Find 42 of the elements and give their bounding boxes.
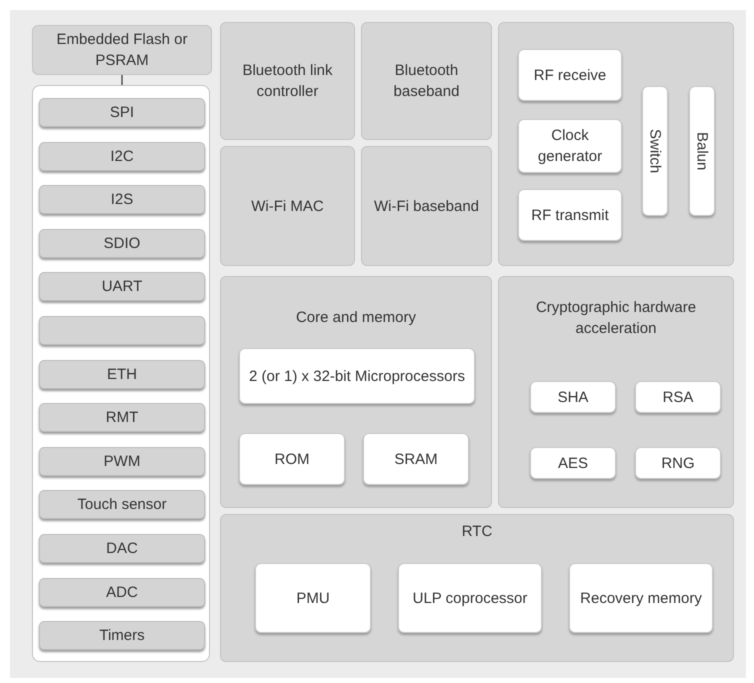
block-panel: Wi-Fi MAC bbox=[220, 146, 355, 266]
module-box: SHA bbox=[530, 381, 616, 413]
module-box: SDIO bbox=[39, 228, 205, 258]
panel-title: Cryptographic hardware acceleration bbox=[534, 298, 698, 339]
block-panel: Wi-Fi baseband bbox=[361, 146, 492, 266]
module-box: RF receive bbox=[518, 49, 622, 101]
module-box: I2C bbox=[39, 142, 205, 171]
block-panel bbox=[32, 85, 210, 662]
module-box: Clock generator bbox=[518, 119, 622, 173]
block-panel bbox=[498, 22, 734, 266]
module-box: PMU bbox=[255, 563, 371, 633]
module-box: Recovery memory bbox=[569, 563, 713, 633]
block-panel: Embedded Flash or PSRAM bbox=[32, 25, 212, 75]
module-box: 2 (or 1) x 32-bit Microprocessors bbox=[239, 348, 475, 404]
module-box: ROM bbox=[239, 433, 345, 485]
module-box: SRAM bbox=[363, 433, 469, 485]
module-box: DAC bbox=[39, 534, 205, 563]
block-box bbox=[39, 316, 205, 345]
connector-line bbox=[121, 75, 123, 85]
block-panel: Bluetooth baseband bbox=[361, 22, 492, 140]
module-box: I2S bbox=[39, 185, 205, 214]
module-box: PWM bbox=[39, 446, 205, 476]
panel-title: RTC bbox=[460, 522, 494, 542]
module-box: RSA bbox=[635, 381, 721, 413]
module-box: Touch sensor bbox=[39, 490, 205, 520]
block-panel bbox=[220, 276, 492, 508]
module-box: RMT bbox=[39, 403, 205, 432]
module-box: RF transmit bbox=[518, 189, 622, 241]
block-panel bbox=[220, 514, 734, 662]
module-box: RNG bbox=[635, 447, 721, 479]
module-box: SPI bbox=[39, 98, 205, 127]
module-box: Switch bbox=[642, 86, 668, 216]
module-box: ADC bbox=[39, 578, 205, 607]
module-box: Timers bbox=[39, 621, 205, 650]
module-box: UART bbox=[39, 272, 205, 302]
module-box: AES bbox=[530, 447, 616, 479]
panel-title: Core and memory bbox=[294, 308, 418, 328]
block-panel: Bluetooth link controller bbox=[220, 22, 355, 140]
block-panel bbox=[498, 276, 734, 508]
module-box: ETH bbox=[39, 360, 205, 389]
module-box: Balun bbox=[689, 86, 715, 216]
module-box: ULP coprocessor bbox=[398, 563, 542, 633]
